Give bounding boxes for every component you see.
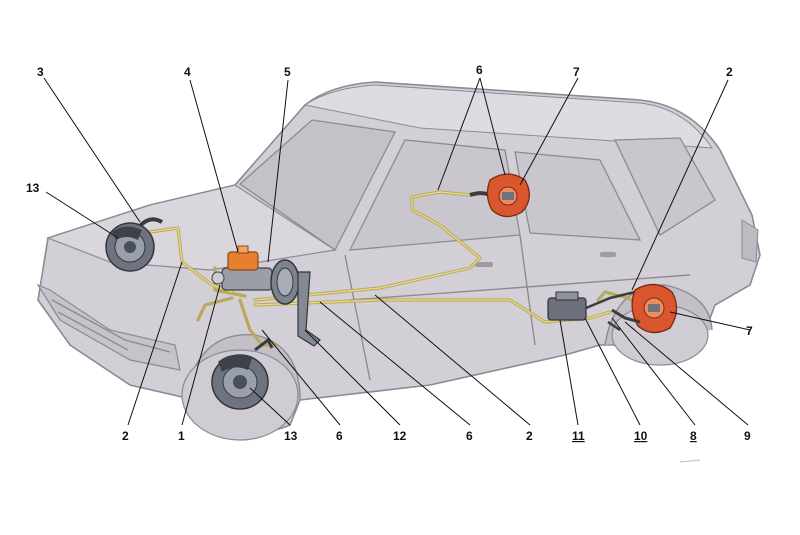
vacuum-booster — [270, 259, 300, 305]
roof-panel — [303, 84, 713, 149]
label-10: 10 — [634, 429, 648, 443]
label-6-bottom-b: 6 — [466, 429, 473, 443]
label-6-bottom-a: 6 — [336, 429, 343, 443]
brake-pedal — [297, 271, 321, 347]
label-7-top: 7 — [573, 65, 580, 79]
label-13-bottom: 13 — [284, 429, 298, 443]
label-2-bottom-a: 2 — [122, 429, 129, 443]
front-right-disc-brake — [211, 337, 274, 410]
front-bumper — [36, 283, 181, 371]
pressure-regulator — [547, 290, 636, 321]
label-5: 5 — [284, 65, 291, 79]
label-12: 12 — [393, 429, 407, 443]
windshield — [238, 119, 396, 251]
front-left-disc-brake — [105, 222, 155, 272]
master-cylinder — [211, 245, 273, 291]
rear-brake-mechanism-top — [486, 173, 530, 218]
label-4: 4 — [184, 65, 191, 79]
label-3: 3 — [37, 65, 44, 79]
rear-brake-hoses — [607, 308, 641, 332]
leader-lines — [43, 77, 751, 426]
label-13-top: 13 — [26, 181, 40, 195]
front-side-window — [348, 139, 521, 251]
label-2-bottom-b: 2 — [526, 429, 533, 443]
car-body — [36, 81, 761, 441]
label-8: 8 — [690, 429, 697, 443]
label-6-top: 6 — [476, 63, 483, 77]
rear-brake-mechanism-right — [631, 283, 678, 334]
label-11: 11 — [572, 429, 585, 443]
label-7-right: 7 — [746, 324, 753, 338]
label-1: 1 — [178, 429, 185, 443]
label-9: 9 — [744, 429, 751, 443]
label-2-top: 2 — [726, 65, 733, 79]
callout-labels: 3 4 5 6 7 2 13 7 2 1 13 6 12 6 2 11 10 8… — [26, 63, 753, 443]
